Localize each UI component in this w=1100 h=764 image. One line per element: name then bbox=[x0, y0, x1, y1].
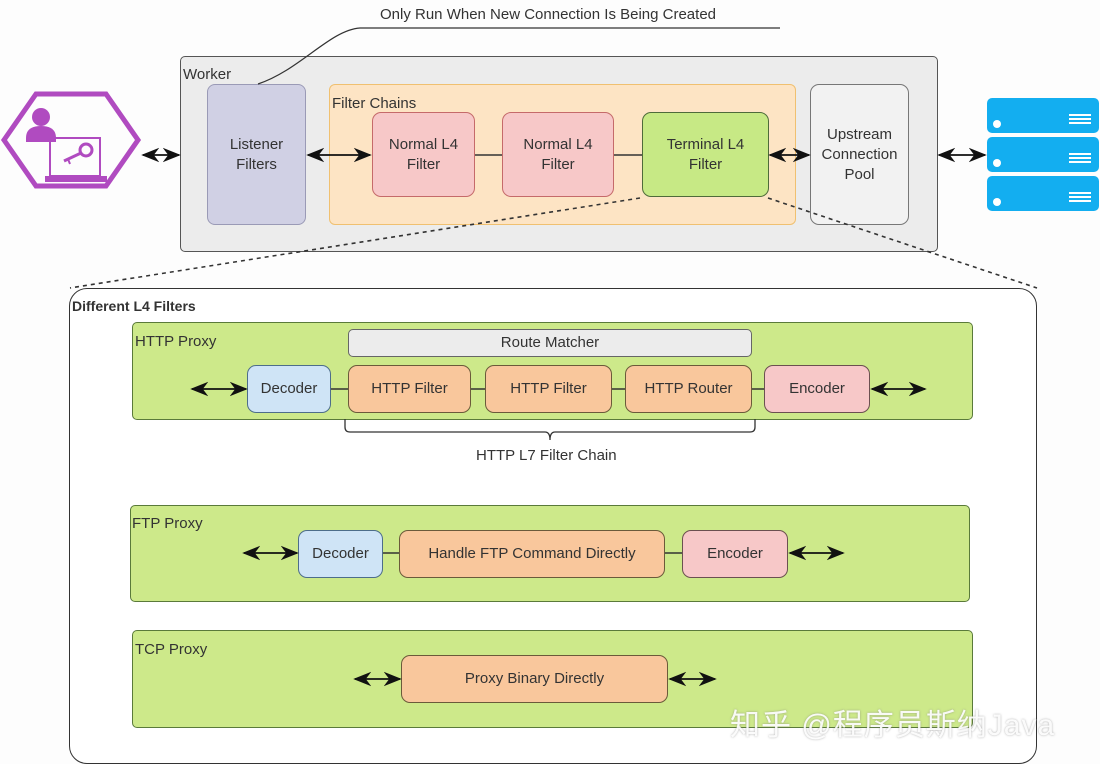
filter-chains-label: Filter Chains bbox=[332, 95, 417, 112]
http-router-label: HTTP Router bbox=[644, 380, 733, 397]
http-encoder-label: Encoder bbox=[789, 380, 845, 397]
route-matcher: Route Matcher bbox=[348, 329, 752, 357]
http-l7-chain-label: HTTP L7 Filter Chain bbox=[476, 447, 617, 464]
upstream-connection-pool: Upstream Connection Pool bbox=[810, 84, 909, 225]
ftp-handler-label: Handle FTP Command Directly bbox=[428, 545, 636, 562]
http-decoder: Decoder bbox=[247, 365, 331, 413]
route-matcher-label: Route Matcher bbox=[500, 334, 600, 351]
http-router: HTTP Router bbox=[625, 365, 752, 413]
normal-l4-filter-2-label: Normal L4 Filter bbox=[523, 135, 593, 173]
different-l4-filters-label: Different L4 Filters bbox=[72, 298, 196, 314]
watermark: 知乎 @程序员斯纳Java bbox=[730, 709, 1056, 742]
ftp-decoder-label: Decoder bbox=[312, 545, 369, 562]
tcp-proxy-label: TCP Proxy bbox=[135, 641, 208, 658]
normal-l4-filter-2: Normal L4 Filter bbox=[502, 112, 614, 197]
http-proxy-label: HTTP Proxy bbox=[135, 333, 217, 350]
client-icon bbox=[0, 90, 142, 190]
terminal-l4-filter: Terminal L4 Filter bbox=[642, 112, 769, 197]
normal-l4-filter-1: Normal L4 Filter bbox=[372, 112, 475, 197]
http-encoder: Encoder bbox=[764, 365, 870, 413]
ftp-encoder: Encoder bbox=[682, 530, 788, 578]
terminal-l4-filter-label: Terminal L4 Filter bbox=[666, 135, 745, 173]
tcp-handler-label: Proxy Binary Directly bbox=[464, 670, 605, 687]
ftp-command-handler: Handle FTP Command Directly bbox=[399, 530, 665, 578]
listener-filters: Listener Filters bbox=[207, 84, 306, 225]
server-icon bbox=[987, 98, 1099, 211]
http-filter-1: HTTP Filter bbox=[348, 365, 471, 413]
ftp-proxy-label: FTP Proxy bbox=[132, 515, 203, 532]
http-filter-1-label: HTTP Filter bbox=[371, 380, 448, 397]
annotation-label: Only Run When New Connection Is Being Cr… bbox=[380, 6, 717, 23]
listener-filters-label: Listener Filters bbox=[229, 135, 284, 173]
normal-l4-filter-1-label: Normal L4 Filter bbox=[388, 135, 459, 173]
tcp-proxy-binary: Proxy Binary Directly bbox=[401, 655, 668, 703]
ftp-decoder: Decoder bbox=[298, 530, 383, 578]
worker-label: Worker bbox=[183, 66, 232, 83]
http-decoder-label: Decoder bbox=[260, 380, 318, 397]
http-filter-2: HTTP Filter bbox=[485, 365, 612, 413]
upstream-pool-label: Upstream Connection Pool bbox=[821, 125, 898, 183]
http-filter-2-label: HTTP Filter bbox=[510, 380, 587, 397]
ftp-encoder-label: Encoder bbox=[707, 545, 763, 562]
